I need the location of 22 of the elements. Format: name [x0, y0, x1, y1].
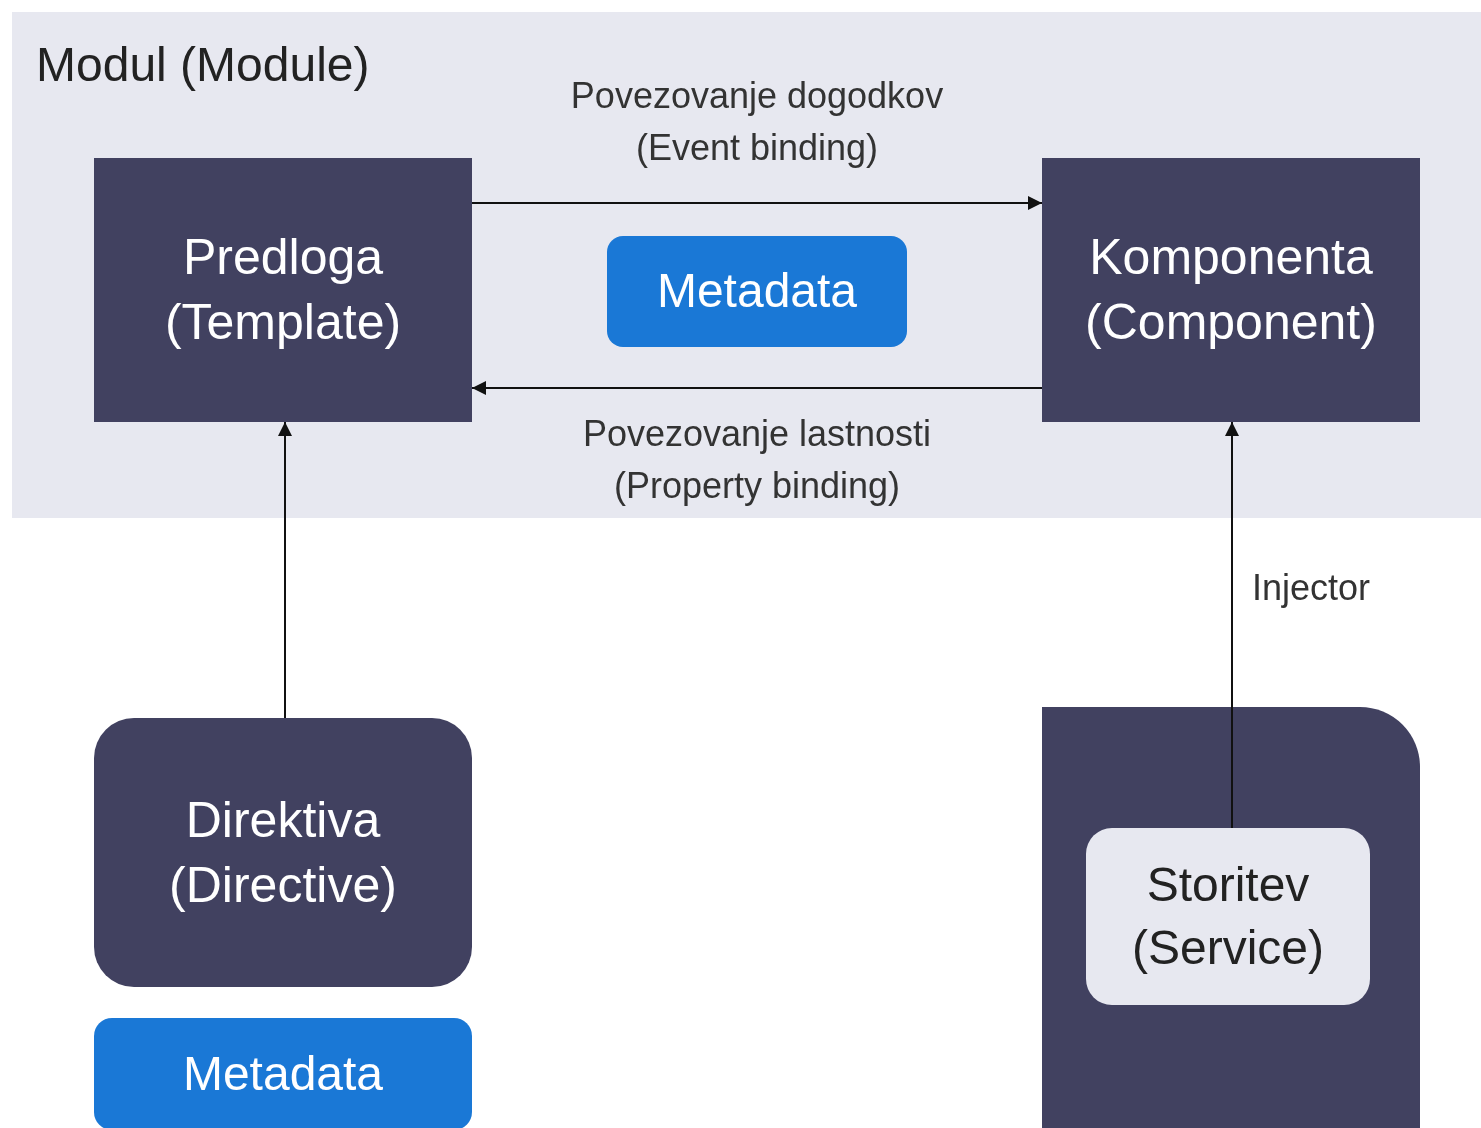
box-label: Storitev (Service)	[1131, 857, 1325, 976]
box-label: Metadata	[655, 263, 859, 320]
box-label: Metadata	[181, 1045, 385, 1102]
box-label: Komponenta (Component)	[1084, 228, 1378, 352]
arrow	[471, 381, 1043, 395]
panel-title: Modul (Module)	[35, 37, 370, 93]
edge-label: Povezovanje lastnosti (Property binding)	[581, 412, 933, 509]
box-label: Direktiva (Directive)	[168, 790, 398, 915]
arrow	[471, 196, 1043, 210]
box-label: Predloga (Template)	[163, 228, 403, 352]
component-box	[94, 718, 472, 987]
service-box	[1086, 828, 1370, 1005]
metadata-box	[607, 236, 907, 347]
arrow	[1225, 421, 1239, 829]
edge-label: Povezovanje dogodkov (Event binding)	[569, 74, 945, 171]
metadata-box	[94, 1018, 472, 1128]
module-panel	[12, 12, 1481, 518]
container-box	[1042, 707, 1420, 1128]
component-box	[94, 158, 472, 422]
component-box	[1042, 158, 1420, 422]
edge-label: Injector	[1252, 566, 1372, 610]
arrow	[278, 421, 292, 719]
